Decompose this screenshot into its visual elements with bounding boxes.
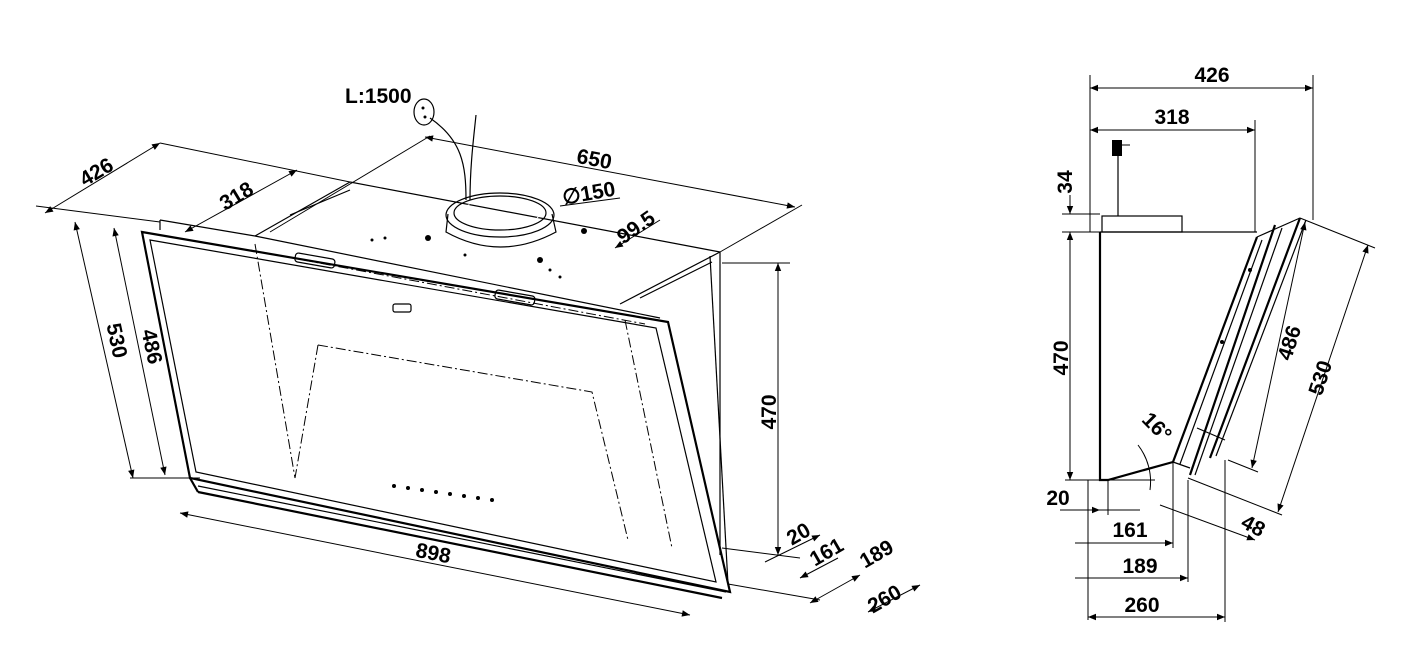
side-dim-260-label: 260	[1124, 594, 1159, 617]
side-dimensions	[1060, 75, 1376, 622]
side-dim-486-label: 486	[1273, 323, 1306, 363]
side-dim-48-label: 48	[1237, 511, 1269, 542]
side-dim-20-label: 20	[1046, 487, 1069, 510]
dim-426-label: 426	[76, 154, 118, 192]
side-dim-34-label: 34	[1054, 170, 1077, 194]
dim-20-label: 20	[783, 519, 815, 551]
side-dim-426-label: 426	[1194, 64, 1229, 87]
power-cable-icon	[413, 98, 477, 201]
control-buttons	[392, 484, 494, 502]
dim-260-label: 260	[864, 581, 906, 618]
perspective-dimensions	[35, 135, 921, 617]
side-dim-161-label: 161	[1112, 519, 1147, 542]
dim-650-label: 650	[575, 145, 614, 174]
dim-318-label: 318	[216, 177, 258, 215]
dim-470-label: 470	[758, 394, 781, 429]
side-dim-189-label: 189	[1122, 555, 1157, 578]
side-body	[1098, 140, 1257, 482]
dim-99-5-label: 99.5	[613, 206, 660, 248]
dim-189-label: 189	[856, 536, 898, 573]
cable-length-label: L:1500	[345, 85, 412, 108]
side-angle-label: 16°	[1137, 408, 1176, 447]
perspective-view: L:1500 426 318 650 ∅150 99.5 530 486 470…	[35, 85, 921, 618]
logo-badge	[392, 303, 412, 313]
side-view: 426 318 34 470 486 530 16° 20 161 189 26…	[1046, 64, 1376, 622]
dim-530-label: 530	[101, 321, 131, 360]
side-dim-530-label: 530	[1304, 358, 1337, 398]
dim-150-label: ∅150	[561, 178, 618, 210]
hood-top-surface	[159, 181, 729, 585]
side-dim-470-label: 470	[1050, 340, 1073, 375]
side-dim-318-label: 318	[1154, 106, 1189, 129]
